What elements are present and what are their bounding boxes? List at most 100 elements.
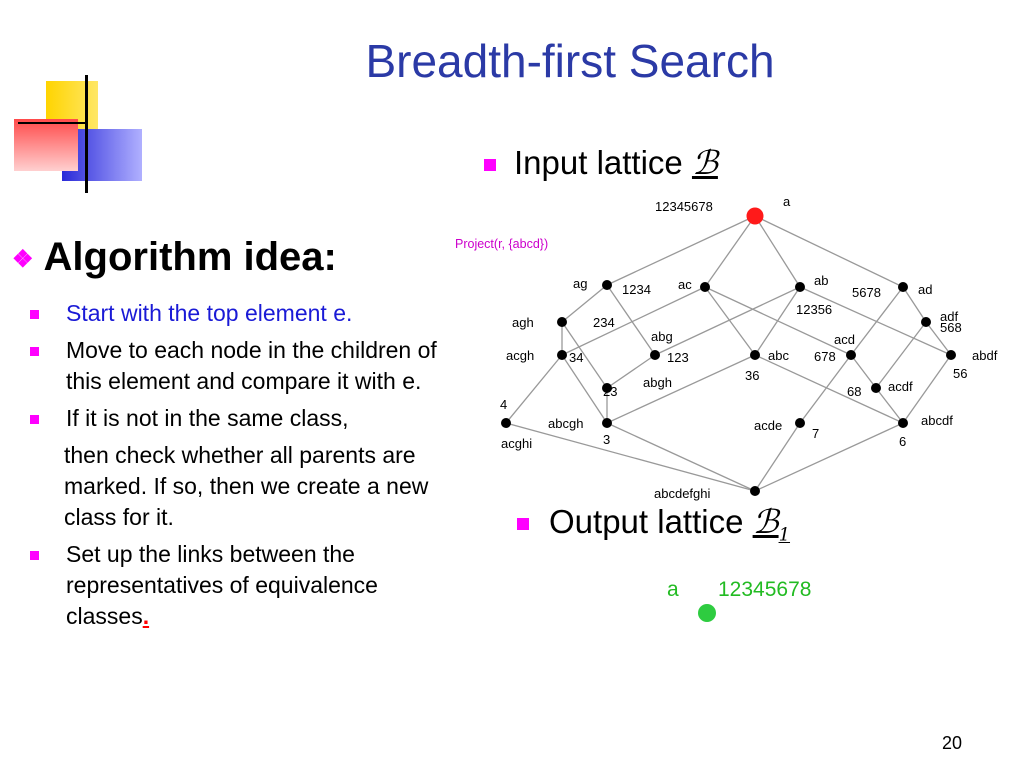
node-label: abdf [972, 348, 998, 363]
lattice-edge [850, 286, 904, 356]
list-item-text: If it is not in the same class, [66, 405, 349, 431]
list-item-end-mark: . [142, 603, 150, 629]
lattice-edge [704, 286, 756, 356]
node-label: 3 [603, 432, 610, 447]
node-label: 56 [953, 366, 967, 381]
lattice-node [871, 383, 881, 393]
lattice-edge [754, 422, 801, 492]
lattice-edge [606, 215, 756, 286]
lattice-node [501, 418, 511, 428]
slide-title: Breadth-first Search [365, 35, 775, 87]
lattice-edge [754, 215, 801, 288]
lattice-edge [902, 286, 927, 323]
lattice-edge [505, 354, 563, 424]
output-lattice-heading: Output lattice ℬ1 [517, 502, 790, 546]
node-label: 12356 [796, 302, 832, 317]
lattice-node [795, 418, 805, 428]
lattice-edge [606, 354, 756, 424]
decor-hline [18, 122, 86, 124]
lattice-edge [925, 321, 952, 356]
lattice-edge [505, 422, 756, 492]
node-label: adf [940, 309, 958, 324]
lattice-edge [875, 321, 927, 389]
node-label: 568 [940, 320, 962, 335]
lattice-node [846, 350, 856, 360]
lattice-bottom-node [750, 486, 760, 496]
output-lattice-subscript: 1 [778, 524, 791, 546]
output-node-label-a: a [667, 578, 679, 601]
decor-vline [85, 75, 88, 193]
lattice-edge [561, 354, 608, 424]
list-item-text: Move to each node in the children of thi… [66, 337, 437, 394]
bullet-square-icon [517, 518, 529, 531]
lattice-node [650, 350, 660, 360]
lattice-edge [606, 422, 756, 492]
lattice-node [946, 350, 956, 360]
input-lattice-heading: Input lattice ℬ [484, 143, 718, 182]
list-item-text: Set up the links between the representat… [66, 541, 378, 629]
lattice-caption: Project(r, {abcd}) [455, 237, 548, 251]
lattice-node [795, 282, 805, 292]
input-lattice-diagram: Project(r, {abcd}) 12345678 a ag 1234 ac… [455, 194, 998, 501]
lattice-edge [902, 354, 952, 424]
input-lattice-symbol: ℬ [691, 143, 718, 182]
lattice-edge [654, 286, 801, 356]
lattice-edge [561, 284, 608, 323]
lattice-edge [704, 215, 756, 288]
output-lattice-text: Output lattice [549, 503, 753, 540]
lattice-node [557, 350, 567, 360]
node-label: acde [754, 418, 782, 433]
output-node-label-set: 12345678 [718, 578, 812, 601]
lattice-labels: Project(r, {abcd}) 12345678 a ag 1234 ac… [455, 194, 998, 501]
bullet-square-icon [30, 551, 39, 560]
list-item-text: Start with the top element e. [66, 300, 353, 326]
node-label: 4 [500, 397, 507, 412]
decor-red-square [14, 119, 78, 171]
node-label: agh [512, 315, 534, 330]
node-label: 36 [745, 368, 759, 383]
lattice-edge [561, 286, 706, 356]
lattice-edge [875, 387, 904, 424]
lattice-nodes [501, 207, 956, 496]
output-lattice-symbol: ℬ [752, 502, 779, 541]
list-item: Set up the links between the representat… [28, 539, 448, 632]
lattice-node [602, 280, 612, 290]
lattice-edge [850, 354, 877, 389]
node-label: ag [573, 276, 587, 291]
node-label: 5678 [852, 285, 881, 300]
list-item-continuation: then check whether all parents are marke… [28, 440, 448, 533]
lattice-edge [754, 215, 904, 288]
lattice-node [700, 282, 710, 292]
bullet-square-icon [30, 347, 39, 356]
list-item: Start with the top element e. [28, 298, 448, 329]
lattice-edge [754, 354, 904, 424]
lattice-edge [754, 286, 801, 356]
lattice-edge [799, 354, 852, 424]
node-label: 678 [814, 349, 836, 364]
algorithm-heading: ❖ Algorithm idea: [12, 235, 337, 280]
bullet-square-icon [30, 310, 39, 319]
lattice-node [921, 317, 931, 327]
node-label: a [783, 194, 791, 209]
node-label: 234 [593, 315, 615, 330]
algorithm-heading-text: Algorithm idea: [43, 235, 337, 279]
bullet-square-icon [30, 415, 39, 424]
decor-logo [10, 75, 150, 200]
lattice-edge [799, 286, 952, 356]
output-node [698, 604, 716, 622]
node-label: abcgh [548, 416, 583, 431]
page-number: 20 [941, 733, 962, 753]
node-label: acghi [501, 436, 532, 451]
lattice-top-node [746, 207, 764, 225]
list-item: If it is not in the same class, [28, 403, 448, 434]
node-label: abcdefghi [654, 486, 710, 501]
node-label: ab [814, 273, 828, 288]
node-label: 34 [569, 350, 583, 365]
node-label: acd [834, 332, 855, 347]
lattice-node [602, 383, 612, 393]
lattice-edge [606, 284, 656, 356]
node-label: acgh [506, 348, 534, 363]
node-label: abgh [643, 375, 672, 390]
node-label: 6 [899, 434, 906, 449]
diamond-bullet-icon: ❖ [12, 245, 34, 273]
